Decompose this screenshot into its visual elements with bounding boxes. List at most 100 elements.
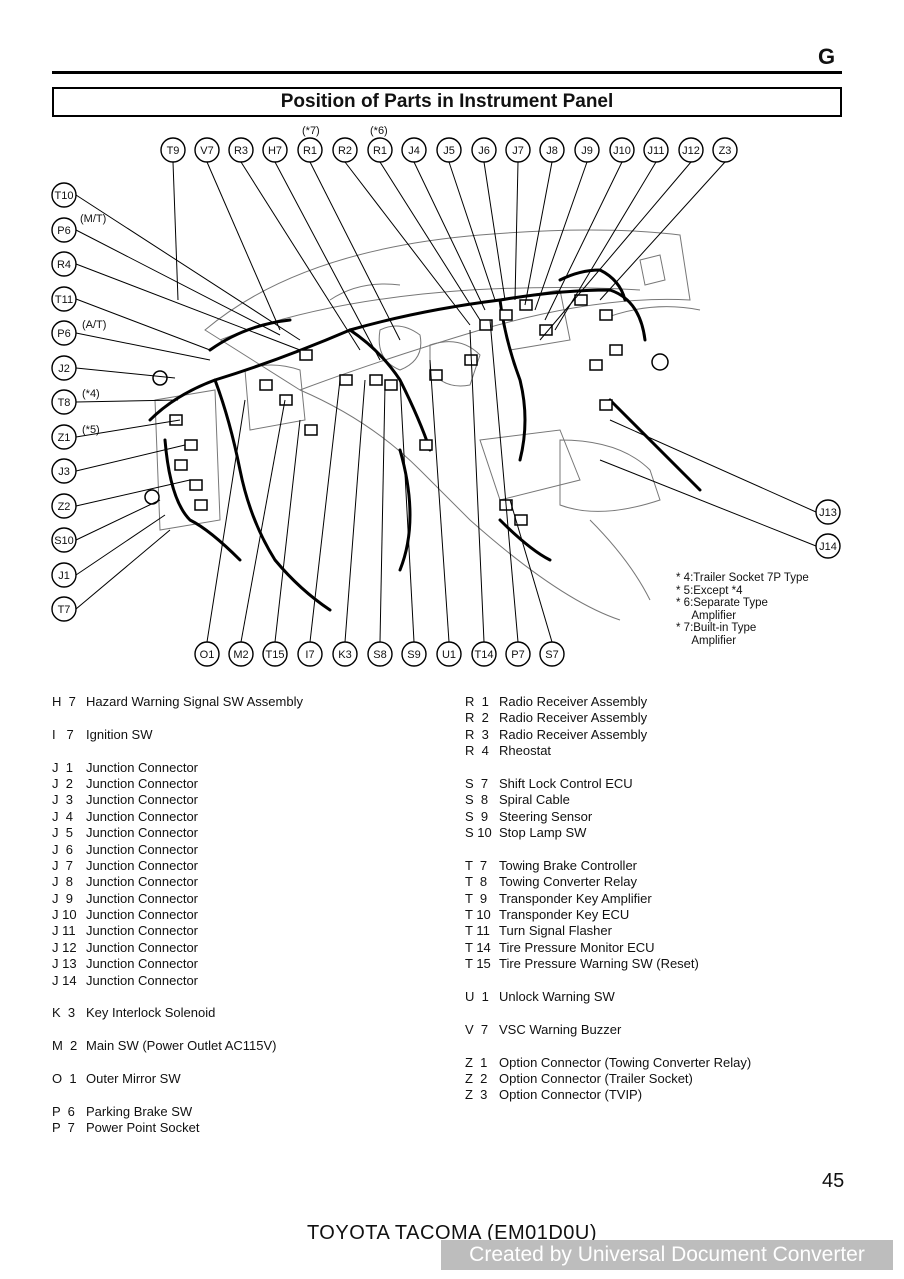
part-name: Towing Brake Controller: [499, 857, 638, 873]
list-gap: [465, 760, 751, 776]
callout-label: J5: [443, 145, 455, 157]
part-row: J 13 Junction Connector: [52, 956, 303, 972]
footnote-line: * 6:Separate Type: [676, 597, 768, 609]
part-code: J 13: [52, 956, 77, 972]
part-name: Junction Connector: [86, 857, 199, 873]
part-code: S 10: [465, 825, 492, 841]
list-gap: [465, 1005, 751, 1021]
callout-bubble: R3: [228, 137, 254, 163]
callout-label: J7: [512, 145, 524, 157]
part-code: Z 1: [465, 1054, 488, 1070]
part-code: H 7: [52, 694, 76, 709]
part-name: Junction Connector: [86, 808, 199, 824]
leader-line: [344, 379, 366, 643]
leader-line: [75, 194, 301, 341]
part-code: U 1: [465, 989, 489, 1005]
callout-bubble: P6: [51, 217, 77, 243]
part-code: J 3: [52, 792, 73, 808]
part-name: Tire Pressure Monitor ECU: [499, 939, 655, 955]
part-name: Steering Sensor: [499, 808, 593, 824]
callout-label: T15: [266, 649, 285, 661]
part-row: T 14 Tire Pressure Monitor ECU: [465, 940, 751, 956]
part-code: M 2: [52, 1038, 78, 1054]
part-code: J 14: [52, 972, 77, 988]
callout-bubble: J8: [539, 137, 565, 163]
part-code: R 2: [465, 710, 489, 726]
part-name: Turn Signal Flasher: [499, 923, 612, 939]
callout-bubble: R4: [51, 251, 77, 277]
leader-line: [524, 161, 553, 306]
callout-bubble: J4: [401, 137, 427, 163]
leader-line: [75, 499, 161, 541]
callout-label: P7: [511, 649, 524, 661]
part-code: J 11: [52, 923, 76, 939]
callout-bubble: T8: [51, 389, 77, 415]
footnotes: * 4:Trailer Socket 7P Type * 5:Except *4…: [676, 572, 809, 647]
leader-line: [483, 161, 506, 301]
callout-label: R4: [57, 259, 71, 271]
part-name: Junction Connector: [86, 759, 199, 775]
callout-bubble: T11: [51, 286, 77, 312]
part-code: J 1: [52, 759, 73, 775]
callout-bubble: J12: [678, 137, 704, 163]
callout-bubble: I7: [297, 641, 323, 667]
part-code: J 7: [52, 857, 73, 873]
part-name: Transponder Key Amplifier: [499, 890, 652, 906]
leader-line: [344, 161, 471, 326]
part-name: Junction Connector: [86, 956, 199, 972]
callout-label: R1: [303, 145, 317, 157]
leader-line: [469, 329, 485, 643]
part-code: I 7: [52, 726, 74, 742]
callout-label: S10: [54, 535, 74, 547]
part-name: Junction Connector: [86, 792, 199, 808]
part-code: T 7: [465, 857, 488, 873]
part-name: Option Connector (Trailer Socket): [499, 1070, 693, 1086]
leader-line: [413, 161, 486, 311]
callout-note: (M/T): [80, 213, 106, 225]
leader-line: [379, 384, 386, 643]
footnote-line: * 5:Except *4: [676, 584, 743, 597]
part-code: S 7: [465, 775, 489, 791]
part-name: Junction Connector: [86, 775, 199, 791]
callout-label: J10: [613, 145, 631, 157]
part-code: T 14: [465, 939, 491, 955]
part-code: R 1: [465, 694, 489, 709]
callout-label: T11: [55, 294, 73, 306]
dashboard-illustration: [154, 229, 701, 621]
part-code: T 8: [465, 874, 488, 890]
leader-line: [206, 399, 246, 643]
callout-label: J9: [581, 145, 593, 157]
part-name: Parking Brake SW: [86, 1103, 193, 1119]
callout-label: J8: [546, 145, 558, 157]
callout-label: T8: [58, 397, 71, 409]
callout-label: J1: [58, 570, 70, 582]
part-code: V 7: [465, 1021, 489, 1037]
leader-line: [75, 332, 211, 361]
callout-label: U1: [442, 649, 456, 661]
part-name: Stop Lamp SW: [499, 825, 587, 841]
part-name: Towing Converter Relay: [499, 874, 638, 890]
list-gap: [465, 842, 751, 858]
part-code: P 6: [52, 1103, 75, 1119]
part-code: Z 3: [465, 1087, 488, 1103]
list-gap: [465, 1038, 751, 1054]
leader-line: [609, 419, 817, 513]
list-gap: [465, 973, 751, 989]
leader-line: [274, 419, 301, 643]
part-name: Ignition SW: [86, 726, 153, 742]
callout-bubble: J3: [51, 458, 77, 484]
part-row: J 3 Junction Connector: [52, 792, 303, 808]
list-gap: [52, 989, 303, 1005]
part-row: T 8 Towing Converter Relay: [465, 874, 751, 890]
part-name: Junction Connector: [86, 907, 199, 923]
